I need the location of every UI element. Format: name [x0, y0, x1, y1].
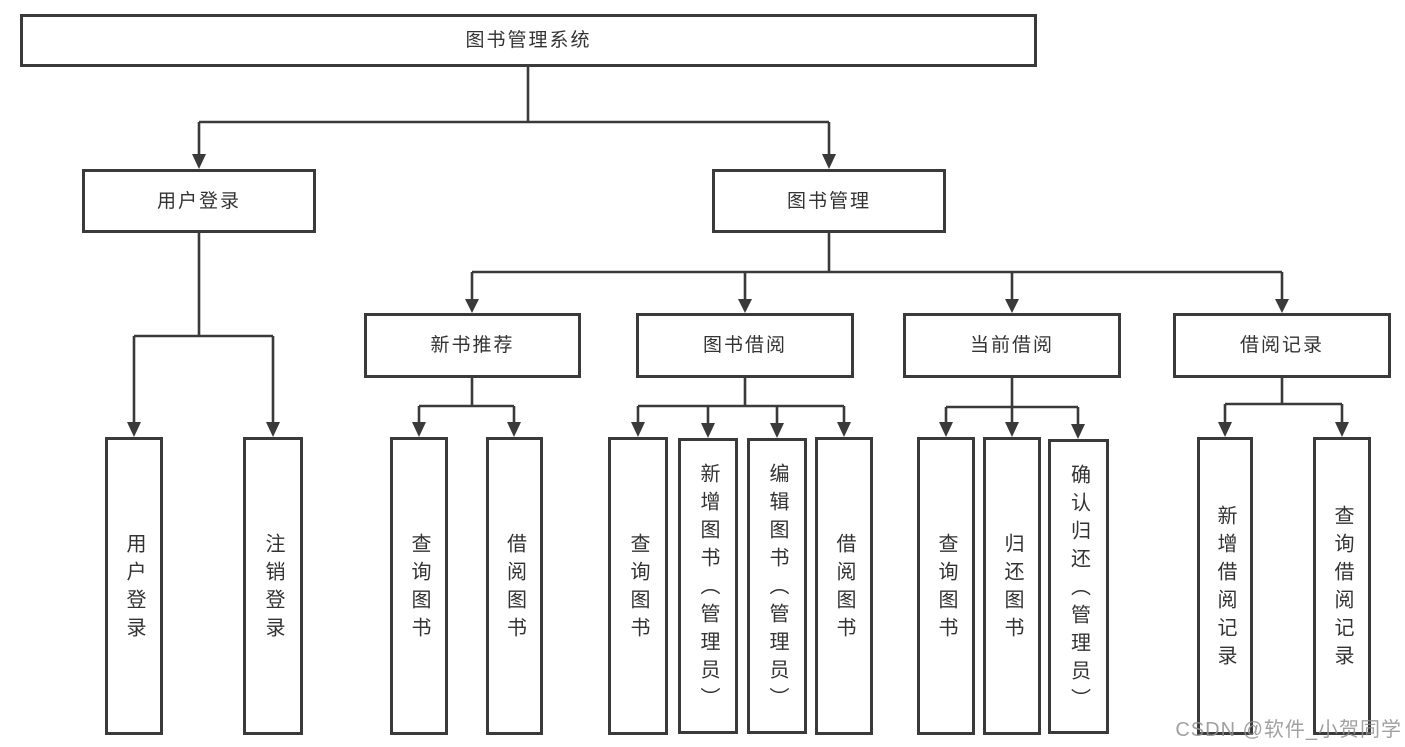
node-box-book-borrow: 图书借阅 — [636, 313, 854, 378]
leaf-box-add-borrow-record: 新增借阅记录 — [1197, 437, 1253, 735]
leaf-box-user-login: 用户登录 — [105, 437, 163, 735]
leaf-box-query-borrow-record: 查询借阅记录 — [1313, 437, 1371, 735]
node-box-book-management: 图书管理 — [712, 169, 946, 233]
leaf-box-logout: 注销登录 — [243, 437, 303, 735]
node-box-library-system: 图书管理系统 — [20, 14, 1037, 67]
node-box-user-login: 用户登录 — [82, 169, 316, 233]
leaf-box-recommend-borrow-books: 借阅图书 — [486, 437, 543, 735]
node-box-borrow-records: 借阅记录 — [1173, 313, 1391, 378]
leaf-box-recommend-query-books: 查询图书 — [390, 437, 448, 735]
leaf-box-confirm-return-admin: 确认归还（管理员） — [1048, 439, 1109, 734]
csdn-watermark: CSDN @软件_小贺同学 — [1175, 719, 1402, 741]
leaf-box-edit-books-admin: 编辑图书（管理员） — [747, 438, 807, 734]
leaf-box-current-query-books: 查询图书 — [917, 437, 975, 735]
leaf-box-return-books: 归还图书 — [983, 437, 1041, 735]
node-box-new-book-recommend: 新书推荐 — [364, 313, 581, 378]
node-box-current-borrow: 当前借阅 — [903, 313, 1121, 378]
leaf-box-add-books-admin: 新增图书（管理员） — [678, 438, 738, 734]
leaf-box-borrow-query-books: 查询图书 — [608, 437, 668, 735]
leaf-box-borrow-books: 借阅图书 — [815, 437, 873, 735]
